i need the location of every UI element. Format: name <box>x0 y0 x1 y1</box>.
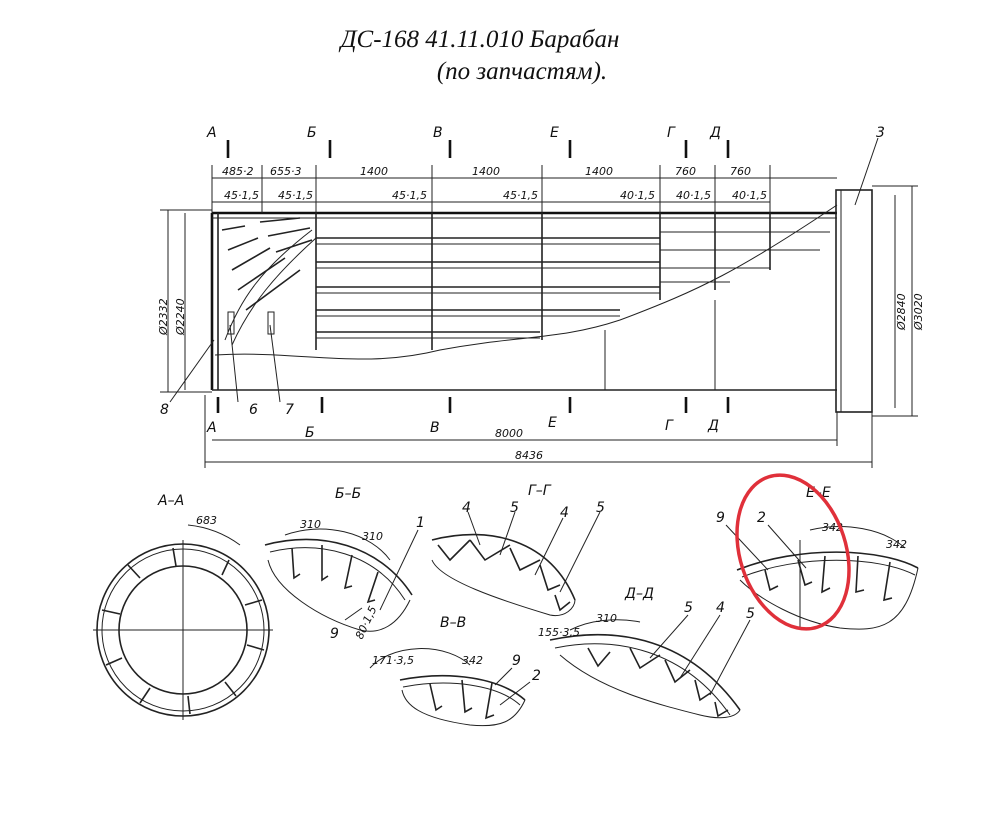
section-d-top: Д <box>709 125 721 141</box>
view-vv-dim1: 171·3,5 <box>372 654 414 667</box>
dim-8436: 8436 <box>515 449 543 462</box>
highlight-circle <box>735 473 851 631</box>
view-gg-part4a: 4 <box>462 500 471 516</box>
part-8: 8 <box>160 402 169 418</box>
dim-655: 655·3 <box>270 165 302 178</box>
view-gg-part5b: 5 <box>596 500 605 516</box>
view-aa-label: A–A <box>157 493 184 509</box>
dim-760-a: 760 <box>675 165 696 178</box>
view-bb-part1: 1 <box>416 515 425 531</box>
dim-760-b: 760 <box>730 165 751 178</box>
view-gg-label: Г–Г <box>528 483 552 499</box>
drawing-title: ДС-168 41.11.010 Барабан <box>340 26 620 53</box>
part-leaders: 8 6 7 3 <box>160 125 885 418</box>
dim-45-b: 45·1,5 <box>278 189 313 202</box>
drawing-subtitle: (по запчастям). <box>436 58 608 85</box>
section-v-bottom: В <box>430 420 440 436</box>
view-aa: A–A 683 <box>93 493 273 720</box>
section-markers-top: A Б В Е Г Д <box>206 125 730 158</box>
view-ee-dim2: 342 <box>886 538 907 551</box>
dim-1400-c: 1400 <box>585 165 613 178</box>
length-dimensions: 8000 8436 <box>204 395 873 468</box>
part-7: 7 <box>285 402 294 418</box>
diameter-dimensions: Ø2332 Ø2240 Ø2840 Ø3020 <box>157 185 925 417</box>
view-ee-part2: 2 <box>757 510 766 526</box>
view-bb-part9: 9 <box>330 626 339 642</box>
view-vv-dim2: 342 <box>462 654 483 667</box>
view-aa-dim: 683 <box>196 514 217 527</box>
dim-d2840: Ø2840 <box>895 293 908 331</box>
view-dd-part4: 4 <box>716 600 725 616</box>
section-v-top: В <box>433 125 443 141</box>
view-gg-part4b: 4 <box>560 505 569 521</box>
view-dd-part5a: 5 <box>684 600 693 616</box>
dim-d2240: Ø2240 <box>174 298 187 336</box>
section-g-bottom: Г <box>665 418 674 434</box>
section-g-top: Г <box>667 125 676 141</box>
view-bb-dim1: 310 <box>300 518 321 531</box>
dim-40-b: 40·1,5 <box>676 189 711 202</box>
view-bb-label: Б–Б <box>335 486 361 502</box>
view-bb-dim3: 80·1,5 <box>353 604 380 641</box>
dim-40-c: 40·1,5 <box>732 189 767 202</box>
view-bb-dim2: 310 <box>362 530 383 543</box>
dim-d2332: Ø2332 <box>157 298 170 336</box>
view-gg-part5a: 5 <box>510 500 519 516</box>
view-vv: В–В 171·3,5 342 9 2 <box>369 615 541 727</box>
section-a-bottom: A <box>206 420 217 436</box>
dim-1400-b: 1400 <box>472 165 500 178</box>
top-dimension-labels: 485·2 655·3 1400 1400 1400 760 760 45·1,… <box>222 165 767 202</box>
section-e-top: Е <box>550 125 559 141</box>
blade-rows <box>221 213 830 350</box>
part-3: 3 <box>876 125 885 141</box>
dim-1400-a: 1400 <box>360 165 388 178</box>
view-bb: Б–Б 310 310 80·1,5 1 9 <box>264 486 425 642</box>
view-dd-dim2: 310 <box>596 612 617 625</box>
dim-45-c: 45·1,5 <box>392 189 427 202</box>
view-vv-part2: 2 <box>532 668 541 684</box>
part-6: 6 <box>249 402 258 418</box>
dim-8000: 8000 <box>495 427 523 440</box>
view-dd: Д–Д 155·3,5 310 5 4 5 <box>538 586 755 719</box>
dim-40-a: 40·1,5 <box>620 189 655 202</box>
view-ee-part9: 9 <box>716 510 725 526</box>
view-vv-label: В–В <box>440 615 466 631</box>
section-markers-bottom: A Б В Е Г Д <box>206 397 730 441</box>
drum-main-view: 485·2 655·3 1400 1400 1400 760 760 45·1,… <box>157 125 925 468</box>
section-e-bottom: Е <box>548 415 557 431</box>
view-dd-dim1: 155·3,5 <box>538 626 580 639</box>
section-b-top: Б <box>307 125 317 141</box>
view-vv-part9: 9 <box>512 653 521 669</box>
view-dd-label: Д–Д <box>624 586 654 602</box>
section-d-bottom: Д <box>707 418 719 434</box>
view-dd-part5b: 5 <box>746 606 755 622</box>
section-a-top: A <box>206 125 217 141</box>
dim-485: 485·2 <box>222 165 254 178</box>
section-b-bottom: Б <box>305 425 315 441</box>
dim-45-a: 45·1,5 <box>224 189 259 202</box>
view-gg: Г–Г 4 5 4 5 <box>431 483 605 617</box>
top-dimensions <box>211 165 837 213</box>
dim-45-d: 45·1,5 <box>503 189 538 202</box>
dim-d3020: Ø3020 <box>912 293 925 331</box>
